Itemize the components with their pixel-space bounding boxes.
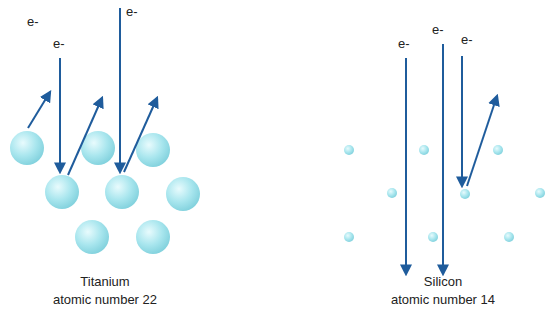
electron-label: e-: [126, 4, 138, 19]
electron-label: e-: [432, 22, 444, 37]
electron-paths: [28, 8, 157, 175]
atomic-number: atomic number 22: [53, 292, 157, 307]
electron-label: e-: [53, 36, 65, 51]
electron-label: e-: [398, 36, 410, 51]
electron-label: e-: [461, 32, 473, 47]
electron-label: e-: [27, 14, 39, 29]
atomic-number: atomic number 14: [391, 292, 495, 307]
element-name: Titanium: [80, 274, 129, 289]
electron-paths: [406, 44, 497, 274]
element-name: Silicon: [424, 274, 462, 289]
titanium-atoms: [10, 131, 200, 254]
silicon-atoms: [344, 145, 545, 242]
